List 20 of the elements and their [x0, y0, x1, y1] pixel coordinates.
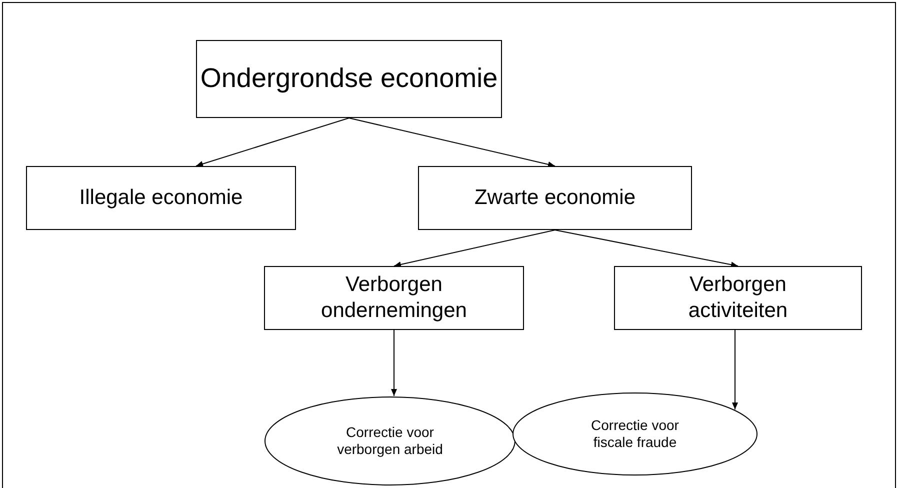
- arrow: [391, 330, 397, 397]
- ellipse-node: [264, 396, 516, 486]
- process-box: [418, 166, 692, 230]
- node-label: Correctie voor verborgen arbeid: [336, 424, 444, 458]
- node-label: Correctie voor fiscale fraude: [590, 416, 680, 452]
- process-box: [196, 40, 502, 118]
- ellipse-node: [512, 392, 758, 476]
- node-label: Verborgen ondernemingen: [320, 272, 468, 324]
- node-label: Verborgen activiteiten: [687, 272, 789, 324]
- arrow: [348, 118, 556, 168]
- node-label: Illegale economie: [79, 184, 243, 211]
- process-box: [26, 166, 296, 230]
- node-label: Zwarte economie: [474, 184, 636, 211]
- arrow: [196, 118, 350, 167]
- node-label: Ondergrondse economie: [200, 62, 498, 96]
- arrow: [394, 230, 556, 268]
- process-box: [264, 266, 524, 330]
- arrow: [732, 330, 738, 410]
- arrow: [554, 230, 738, 268]
- process-box: [614, 266, 862, 330]
